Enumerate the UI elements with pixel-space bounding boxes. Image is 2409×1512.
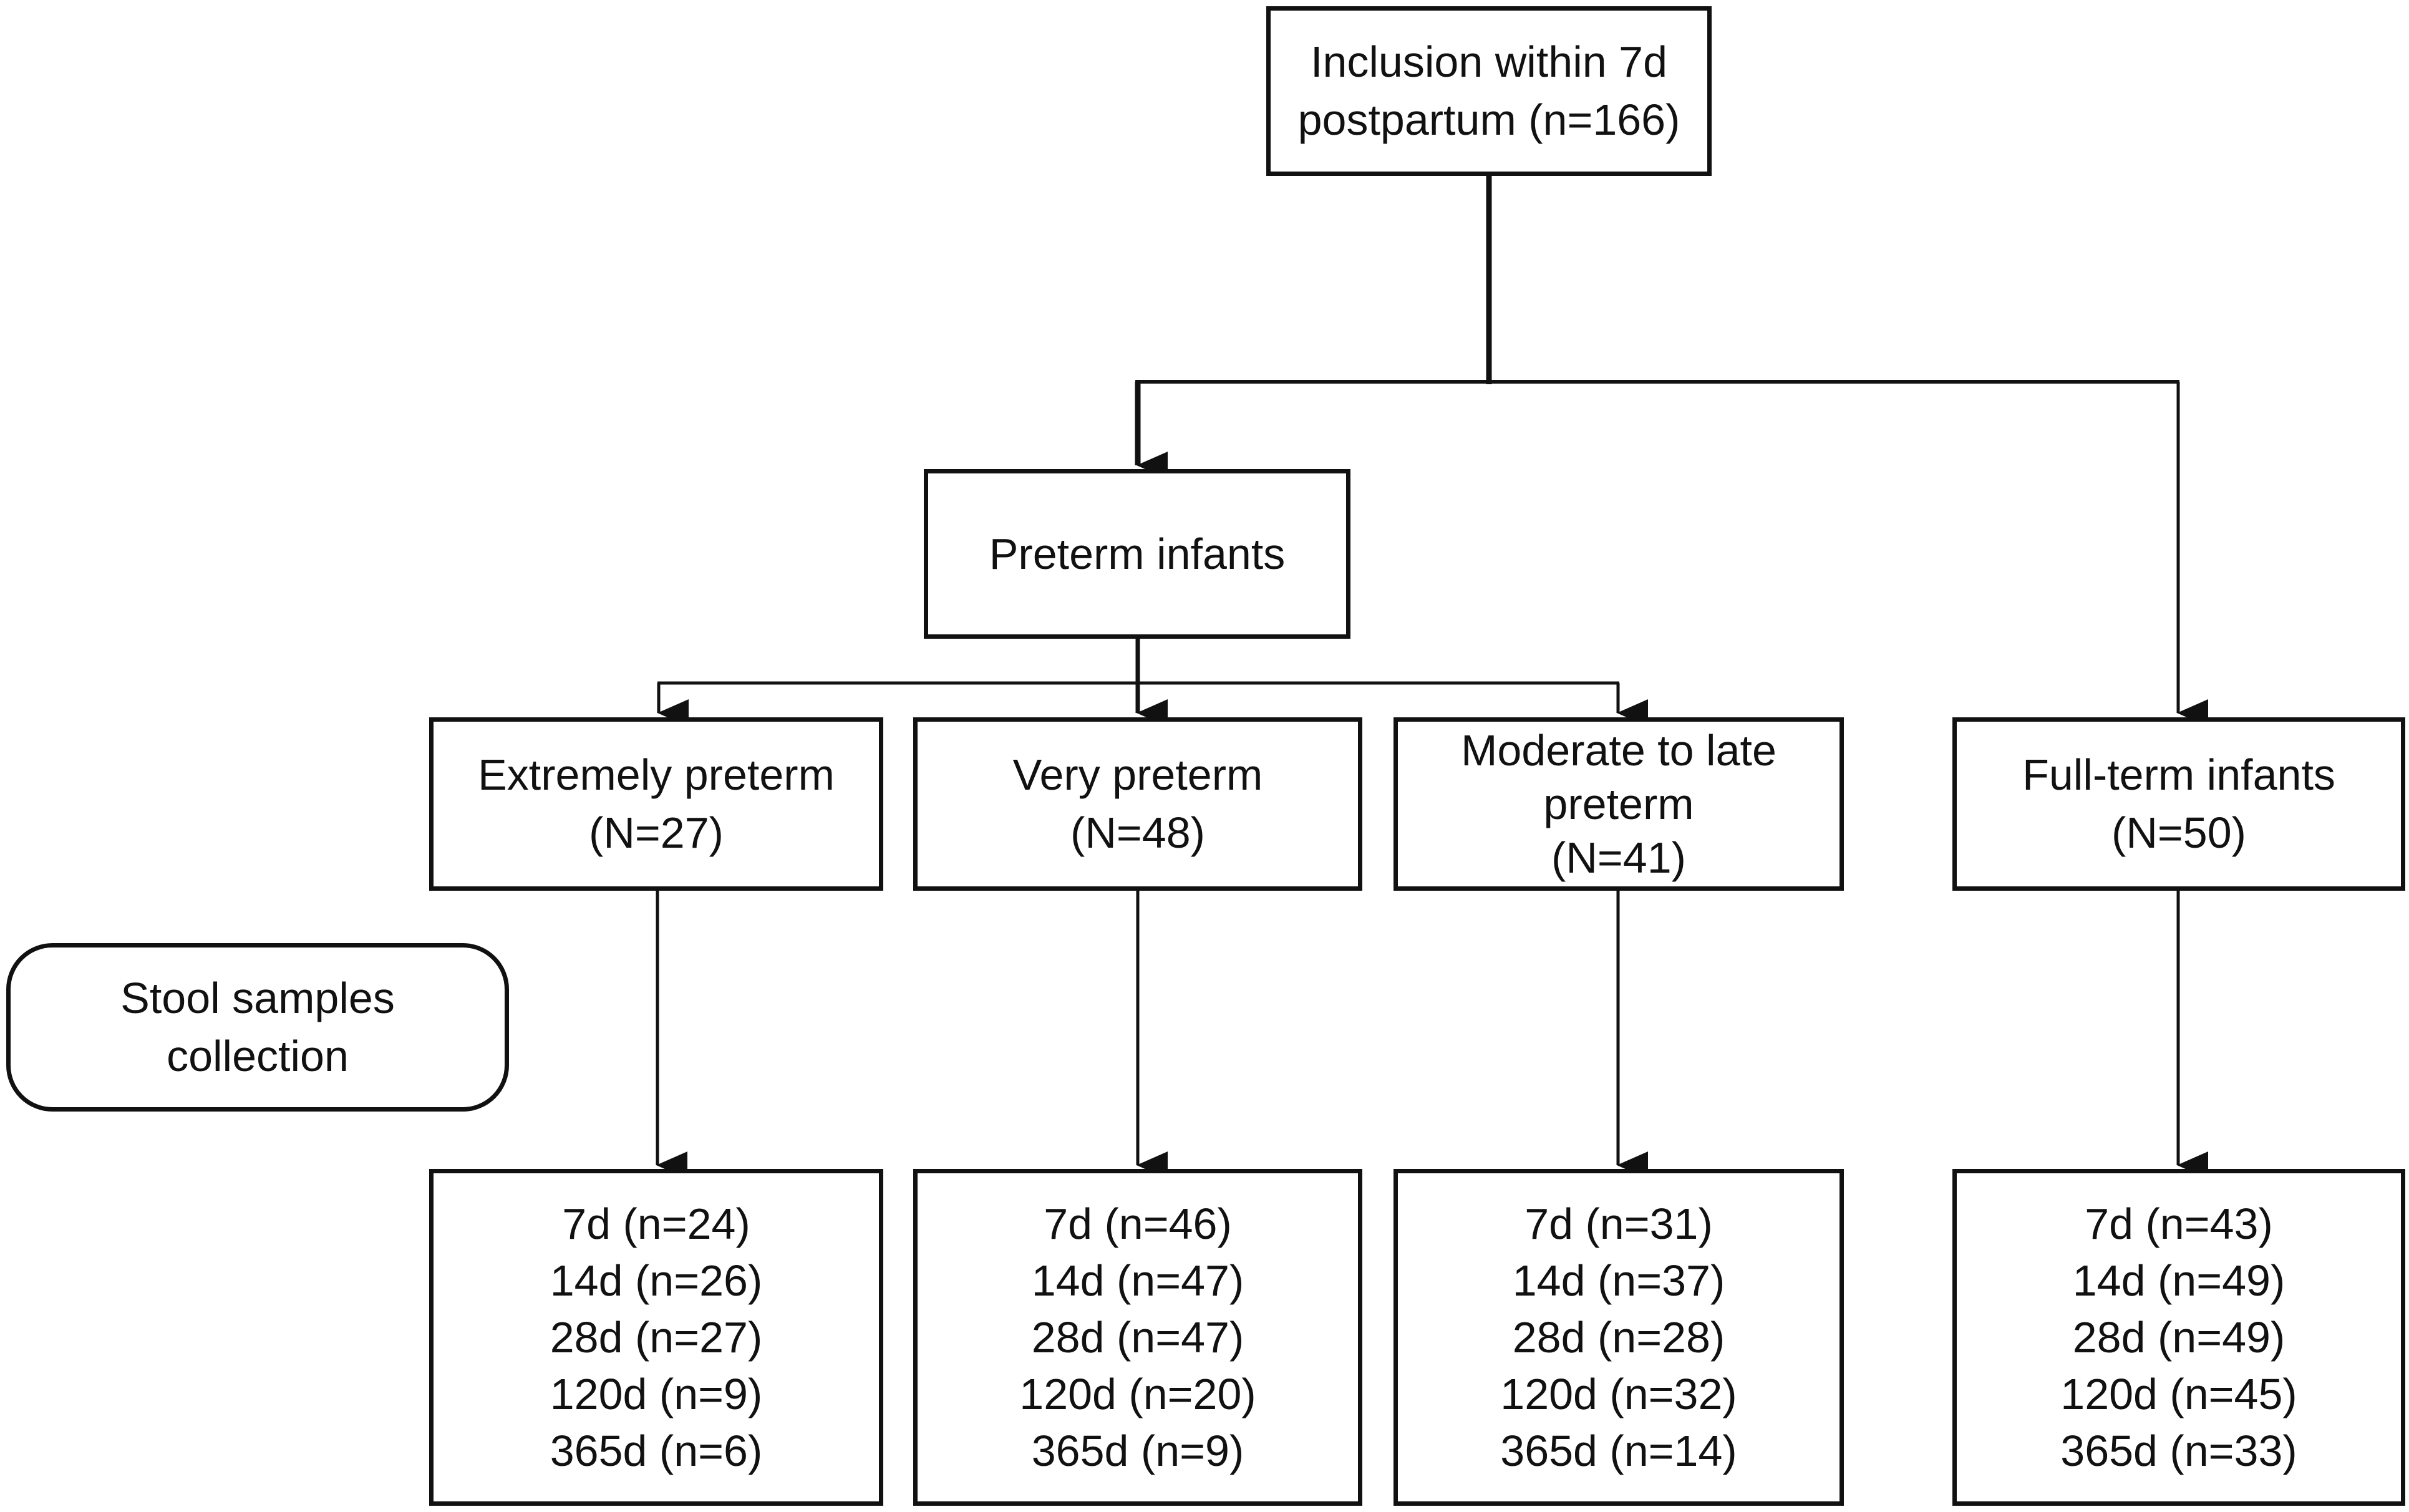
sample-count-item: 365d (n=33) xyxy=(2060,1426,2297,1475)
stool-samples-collection-label: Stool samples collection xyxy=(6,943,509,1112)
sample-count-item: 7d (n=31) xyxy=(1524,1199,1713,1248)
sample-count-item: 120d (n=9) xyxy=(550,1369,763,1418)
full-term-samples-box: 7d (n=43) 14d (n=49) 28d (n=49) 120d (n=… xyxy=(1952,1169,2405,1506)
moderate-late-preterm-box: Moderate to late preterm (N=41) xyxy=(1394,717,1844,891)
sample-count-item: 365d (n=14) xyxy=(1500,1426,1737,1475)
moderate-late-preterm-label-line2: preterm xyxy=(1543,780,1694,828)
full-term-infants-label: Full-term infants xyxy=(2022,750,2335,799)
very-preterm-label: Very preterm xyxy=(1012,750,1263,799)
inclusion-label-line2: postpartum (n=166) xyxy=(1297,95,1680,144)
extremely-preterm-count: (N=27) xyxy=(589,808,724,857)
moderate-late-preterm-samples-box: 7d (n=31) 14d (n=37) 28d (n=28) 120d (n=… xyxy=(1394,1169,1844,1506)
extremely-preterm-label: Extremely preterm xyxy=(478,750,835,799)
sample-count-item: 14d (n=49) xyxy=(2072,1256,2285,1305)
sample-count-item: 28d (n=28) xyxy=(1512,1312,1725,1362)
moderate-late-preterm-count: (N=41) xyxy=(1551,833,1686,882)
sample-count-item: 7d (n=46) xyxy=(1044,1199,1232,1248)
sample-count-item: 28d (n=27) xyxy=(550,1312,763,1362)
sample-count-item: 365d (n=6) xyxy=(550,1426,763,1475)
moderate-late-preterm-label-line1: Moderate to late xyxy=(1461,726,1776,775)
sample-count-item: 14d (n=37) xyxy=(1512,1256,1725,1305)
very-preterm-samples-box: 7d (n=46) 14d (n=47) 28d (n=47) 120d (n=… xyxy=(913,1169,1362,1506)
sample-count-item: 28d (n=49) xyxy=(2072,1312,2285,1362)
extremely-preterm-box: Extremely preterm (N=27) xyxy=(429,717,883,891)
sample-count-item: 14d (n=47) xyxy=(1031,1256,1244,1305)
extremely-preterm-samples-box: 7d (n=24) 14d (n=26) 28d (n=27) 120d (n=… xyxy=(429,1169,883,1506)
preterm-infants-label: Preterm infants xyxy=(989,529,1286,578)
sample-count-item: 365d (n=9) xyxy=(1031,1426,1244,1475)
full-term-infants-count: (N=50) xyxy=(2111,808,2246,857)
sample-count-item: 120d (n=20) xyxy=(1019,1369,1256,1418)
stool-samples-label-line1: Stool samples xyxy=(120,974,395,1022)
sample-count-item: 120d (n=32) xyxy=(1500,1369,1737,1418)
very-preterm-count: (N=48) xyxy=(1070,808,1205,857)
inclusion-box: Inclusion within 7d postpartum (n=166) xyxy=(1266,6,1712,176)
inclusion-label-line1: Inclusion within 7d xyxy=(1311,37,1667,86)
sample-count-item: 7d (n=24) xyxy=(562,1199,750,1248)
preterm-infants-box: Preterm infants xyxy=(924,469,1350,639)
stool-samples-label-line2: collection xyxy=(167,1032,349,1080)
full-term-infants-box: Full-term infants (N=50) xyxy=(1952,717,2405,891)
sample-count-item: 7d (n=43) xyxy=(2085,1199,2273,1248)
very-preterm-box: Very preterm (N=48) xyxy=(913,717,1362,891)
sample-count-item: 28d (n=47) xyxy=(1031,1312,1244,1362)
sample-count-item: 14d (n=26) xyxy=(550,1256,763,1305)
sample-count-item: 120d (n=45) xyxy=(2060,1369,2297,1418)
